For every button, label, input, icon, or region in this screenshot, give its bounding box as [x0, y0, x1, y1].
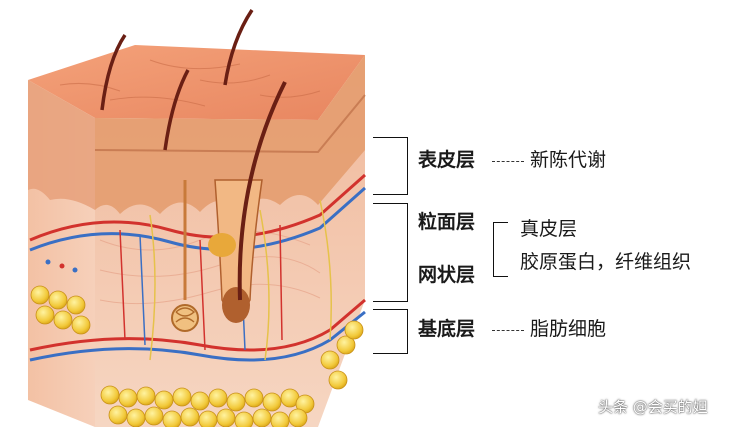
hair-strand — [237, 81, 287, 301]
epidermis-label: 表皮层 — [418, 149, 476, 171]
hypodermis-description: 脂肪细胞 — [530, 318, 607, 340]
papillary-label: 粒面层 — [418, 211, 476, 233]
dermis-bracket — [373, 203, 408, 302]
hypodermis-connector — [492, 330, 524, 331]
watermark-text: 头条 @会买的妲 — [598, 398, 708, 416]
dermis-brace — [493, 222, 508, 277]
epidermis-connector — [492, 161, 524, 162]
hypodermis-bracket — [373, 309, 408, 354]
artery-vessel — [29, 173, 366, 242]
fat-cells — [30, 285, 364, 427]
epidermis-description: 新陈代谢 — [530, 149, 607, 171]
reticular-label: 网状层 — [418, 264, 476, 286]
dermis-description: 胶原蛋白，纤维组织 — [520, 251, 692, 273]
dermis-title: 真皮层 — [520, 218, 578, 240]
epidermis-bracket — [373, 137, 408, 195]
epidermis-band — [95, 55, 365, 214]
vein-vessel — [29, 186, 366, 252]
hypodermis-label: 基底层 — [418, 318, 476, 340]
